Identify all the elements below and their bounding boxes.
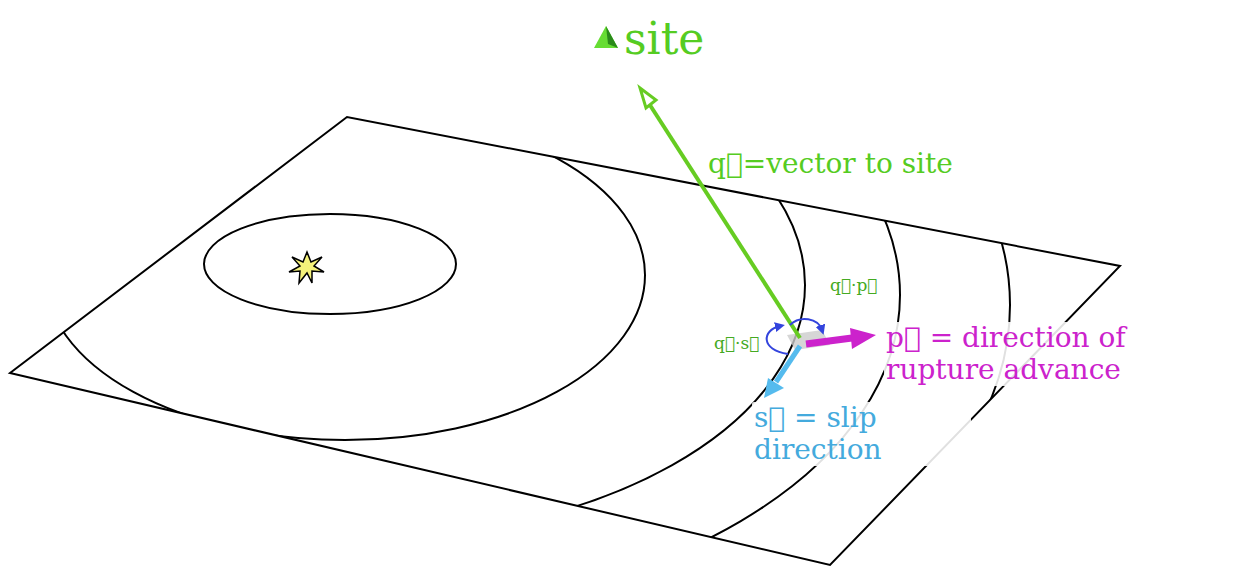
- rupture-front-contours: [0, 0, 1125, 574]
- angle-arc-qs: [767, 326, 788, 354]
- site-marker: [594, 26, 618, 48]
- rupture-direction-arrow: [806, 338, 852, 344]
- slip-direction-label: s⃗ = slip direction: [752, 402, 971, 466]
- dot-product-label: q⃗·p⃗: [828, 276, 880, 296]
- hypocenter-star: [289, 252, 324, 283]
- vector-label: q⃗=vector to site: [706, 148, 955, 180]
- slip-direction-head: [764, 378, 784, 398]
- site-label: site: [622, 14, 706, 65]
- site-vector-head: [640, 88, 656, 108]
- angle-arc-qp: [790, 319, 822, 330]
- rupture-direction-head: [850, 328, 876, 349]
- rupture-direction-label: p⃗ = direction of rupture advance: [884, 322, 1153, 386]
- dot-product-label: q⃗·s⃗: [712, 334, 761, 354]
- site-vector: [648, 102, 800, 338]
